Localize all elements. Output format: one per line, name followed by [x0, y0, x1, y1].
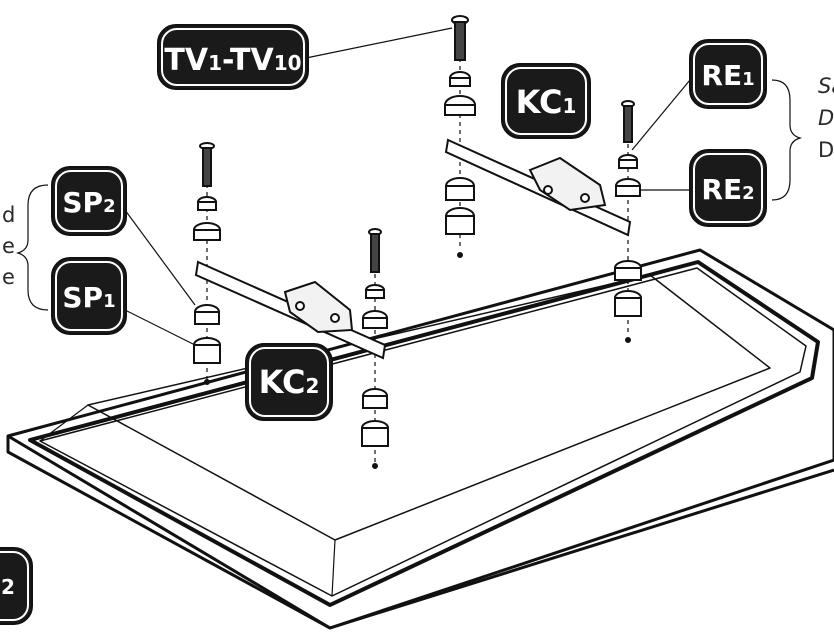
note-right-line2: D — [818, 106, 834, 130]
leader-lines — [124, 27, 691, 346]
note-left-line2: e — [2, 234, 15, 258]
tv-back-outer — [6, 248, 834, 630]
note-right-line1: Sa — [818, 74, 834, 98]
badge-tv-screws: TV1-TV10 — [157, 24, 309, 90]
mounting-arm-kc1 — [444, 138, 632, 237]
badge-kc2-sub: 2 — [305, 374, 319, 398]
badge-re2-sub: 2 — [742, 183, 755, 204]
badge-sp1: SP1 — [51, 257, 127, 335]
badge-tv-sub2: 10 — [274, 51, 302, 75]
badge-re1-sub: 1 — [742, 69, 755, 90]
badge-re1-main: RE — [701, 59, 742, 92]
badge-partial-corner-text: 2 — [1, 575, 15, 599]
svg-text:TV1-TV10: TV1-TV10 — [164, 43, 301, 78]
badge-partial-corner: 2 — [0, 547, 33, 625]
badge-kc2: KC2 — [245, 343, 333, 421]
badge-sp2-main: SP — [62, 186, 103, 219]
svg-text:SP2: SP2 — [62, 186, 115, 219]
hardware-stack-top-center — [444, 15, 476, 258]
badge-tv-main: TV — [164, 43, 208, 78]
tv-fold-left — [39, 404, 89, 442]
svg-text:SP1: SP1 — [62, 281, 115, 314]
badge-sp2-sub: 2 — [103, 196, 116, 217]
note-left-line3: e — [2, 265, 15, 289]
tv-fold-bottom — [331, 539, 336, 597]
svg-text:RE1: RE1 — [701, 59, 754, 92]
badge-sp1-main: SP — [62, 281, 103, 314]
hardware-stack-right — [614, 100, 642, 343]
tv-panel — [6, 248, 834, 630]
svg-text:KC1: KC1 — [516, 83, 577, 121]
badge-re1: RE1 — [689, 39, 767, 109]
badge-tv-dash: -TV — [222, 43, 275, 78]
brace-right — [771, 79, 803, 201]
badge-re2: RE2 — [689, 149, 767, 227]
badge-sp1-sub: 1 — [103, 291, 116, 312]
tv-panel-edge-right — [329, 468, 834, 630]
badge-re2-main: RE — [701, 173, 742, 206]
badge-kc1: KC1 — [501, 63, 591, 139]
svg-text:KC2: KC2 — [259, 363, 320, 401]
badge-kc1-main: KC — [516, 83, 563, 121]
svg-text:RE2: RE2 — [701, 173, 754, 206]
brace-left — [15, 184, 49, 311]
badge-kc2-main: KC — [259, 363, 306, 401]
tv-panel-edge-left — [6, 436, 331, 630]
note-left-line1: d — [2, 203, 15, 227]
badge-kc1-sub: 1 — [562, 94, 576, 118]
badge-sp2: SP2 — [51, 166, 127, 236]
tv-bezel-inner — [39, 267, 807, 597]
note-right-line3: D — [818, 138, 834, 162]
badge-tv-sub1: 1 — [208, 51, 222, 75]
hardware-stack-mid — [361, 228, 389, 469]
tv-center-panel — [87, 274, 771, 541]
mounting-arm-kc2 — [194, 260, 387, 360]
hardware-stack-left — [193, 142, 221, 385]
tv-bezel — [28, 260, 820, 607]
